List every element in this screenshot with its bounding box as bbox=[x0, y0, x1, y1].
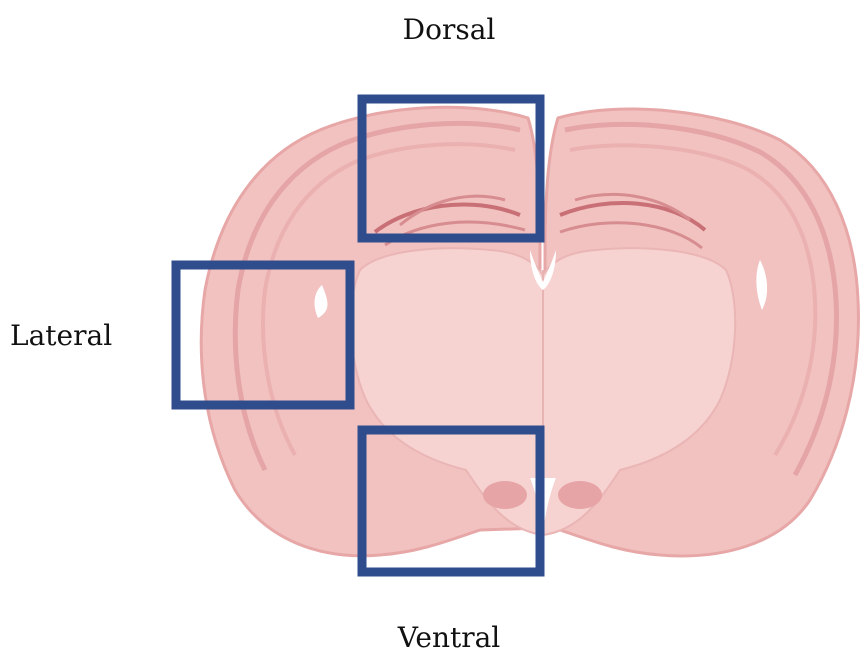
lateral-label: Lateral bbox=[10, 322, 112, 350]
brain-section bbox=[201, 107, 858, 556]
dorsal-label: Dorsal bbox=[403, 16, 496, 44]
ventral-label: Ventral bbox=[398, 624, 501, 652]
